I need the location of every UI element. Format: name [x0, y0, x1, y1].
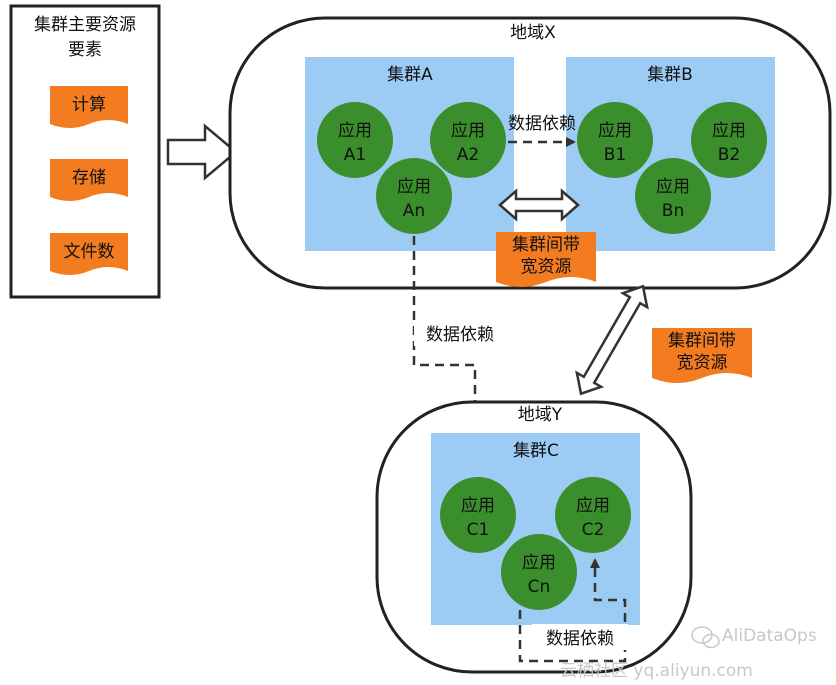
cross-region-dependency-label-bg	[414, 320, 506, 346]
wechat-icon	[691, 626, 720, 649]
cluster-a-label: 集群A	[387, 65, 433, 85]
app-label-line1: 应用	[598, 121, 632, 141]
legend-item-label: 计算	[72, 95, 106, 115]
app-label-line1: 应用	[712, 121, 746, 141]
app-label-line2: C2	[582, 520, 605, 540]
app-label-line1: 应用	[656, 177, 690, 197]
app-b2: 应用 B2	[691, 102, 767, 178]
cluster-b-label: 集群B	[647, 65, 693, 85]
app-node	[317, 102, 393, 178]
app-node	[691, 102, 767, 178]
legend-item-file-count: 文件数	[50, 233, 128, 275]
resource-legend: 集群主要资源 要素 计算 存储 文件数	[9, 4, 161, 299]
app-c1: 应用 C1	[440, 477, 516, 553]
app-an: 应用 An	[376, 158, 452, 234]
app-label-line2: B2	[718, 145, 740, 165]
tag-line1: 集群间带	[512, 235, 580, 255]
app-label-line2: A2	[457, 145, 479, 165]
app-c2: 应用 C2	[555, 477, 631, 553]
app-bn: 应用 Bn	[635, 158, 711, 234]
app-label-line1: 应用	[461, 496, 495, 516]
app-node	[376, 158, 452, 234]
app-node	[430, 102, 506, 178]
tag-line2: 宽资源	[677, 353, 728, 373]
app-a1: 应用 A1	[317, 102, 393, 178]
legend-title-line2: 要素	[68, 40, 102, 60]
region-y: 地域Y 集群C 应用 C1 应用 C2 应用 Cn 数据依赖	[375, 400, 693, 674]
app-label-line1: 应用	[451, 121, 485, 141]
app-label-line1: 应用	[338, 121, 372, 141]
cluster-c-label: 集群C	[513, 441, 559, 461]
dependency-label-c-bg	[532, 624, 628, 650]
app-node	[501, 534, 577, 610]
app-label-line2: B1	[604, 145, 626, 165]
app-label-line2: An	[403, 201, 425, 221]
legend-item-storage: 存储	[50, 159, 128, 201]
app-label-line1: 应用	[576, 496, 610, 516]
app-label-line2: Bn	[662, 201, 684, 221]
legend-item-compute: 计算	[50, 86, 128, 128]
app-label-line1: 应用	[522, 553, 556, 573]
intra-region-bandwidth-tag: 集群间带 宽资源	[496, 232, 596, 287]
intra-region-bandwidth-arrow	[498, 188, 580, 222]
dependency-label-a-to-b: 数据依赖	[508, 114, 576, 134]
legend-item-label: 文件数	[64, 242, 115, 262]
app-label-line2: A1	[344, 145, 366, 165]
legend-item-label: 存储	[72, 168, 106, 188]
app-b1: 应用 B1	[577, 102, 653, 178]
region-y-label: 地域Y	[518, 405, 563, 425]
app-node	[440, 477, 516, 553]
watermark-text: AliDataOps	[722, 626, 817, 646]
cross-region-dependency-label: 数据依赖	[426, 325, 494, 345]
app-a2: 应用 A2	[430, 102, 506, 178]
app-node	[577, 102, 653, 178]
app-node	[635, 158, 711, 234]
tag-line2: 宽资源	[521, 257, 572, 277]
region-x: 地域X 集群A 集群B 应用 A1 应用 A2 应用 An 应用 B1	[228, 16, 832, 290]
app-cn: 应用 Cn	[501, 534, 577, 610]
cross-region-bandwidth-tag: 集群间带 宽资源	[652, 328, 752, 383]
region-x-label: 地域X	[510, 23, 556, 43]
app-node	[555, 477, 631, 553]
app-label-line1: 应用	[397, 177, 431, 197]
watermark-subtext: 云栖社区 yq.aliyun.com	[560, 661, 753, 681]
tag-line1: 集群间带	[668, 331, 736, 351]
cross-region-bandwidth-arrow	[575, 284, 649, 396]
legend-title-line1: 集群主要资源	[34, 15, 136, 35]
watermark: AliDataOps 云栖社区 yq.aliyun.com	[560, 626, 817, 681]
app-label-line2: Cn	[528, 577, 551, 597]
legend-to-region-arrow	[166, 123, 238, 181]
dependency-label-c: 数据依赖	[546, 629, 614, 649]
app-label-line2: C1	[467, 520, 490, 540]
